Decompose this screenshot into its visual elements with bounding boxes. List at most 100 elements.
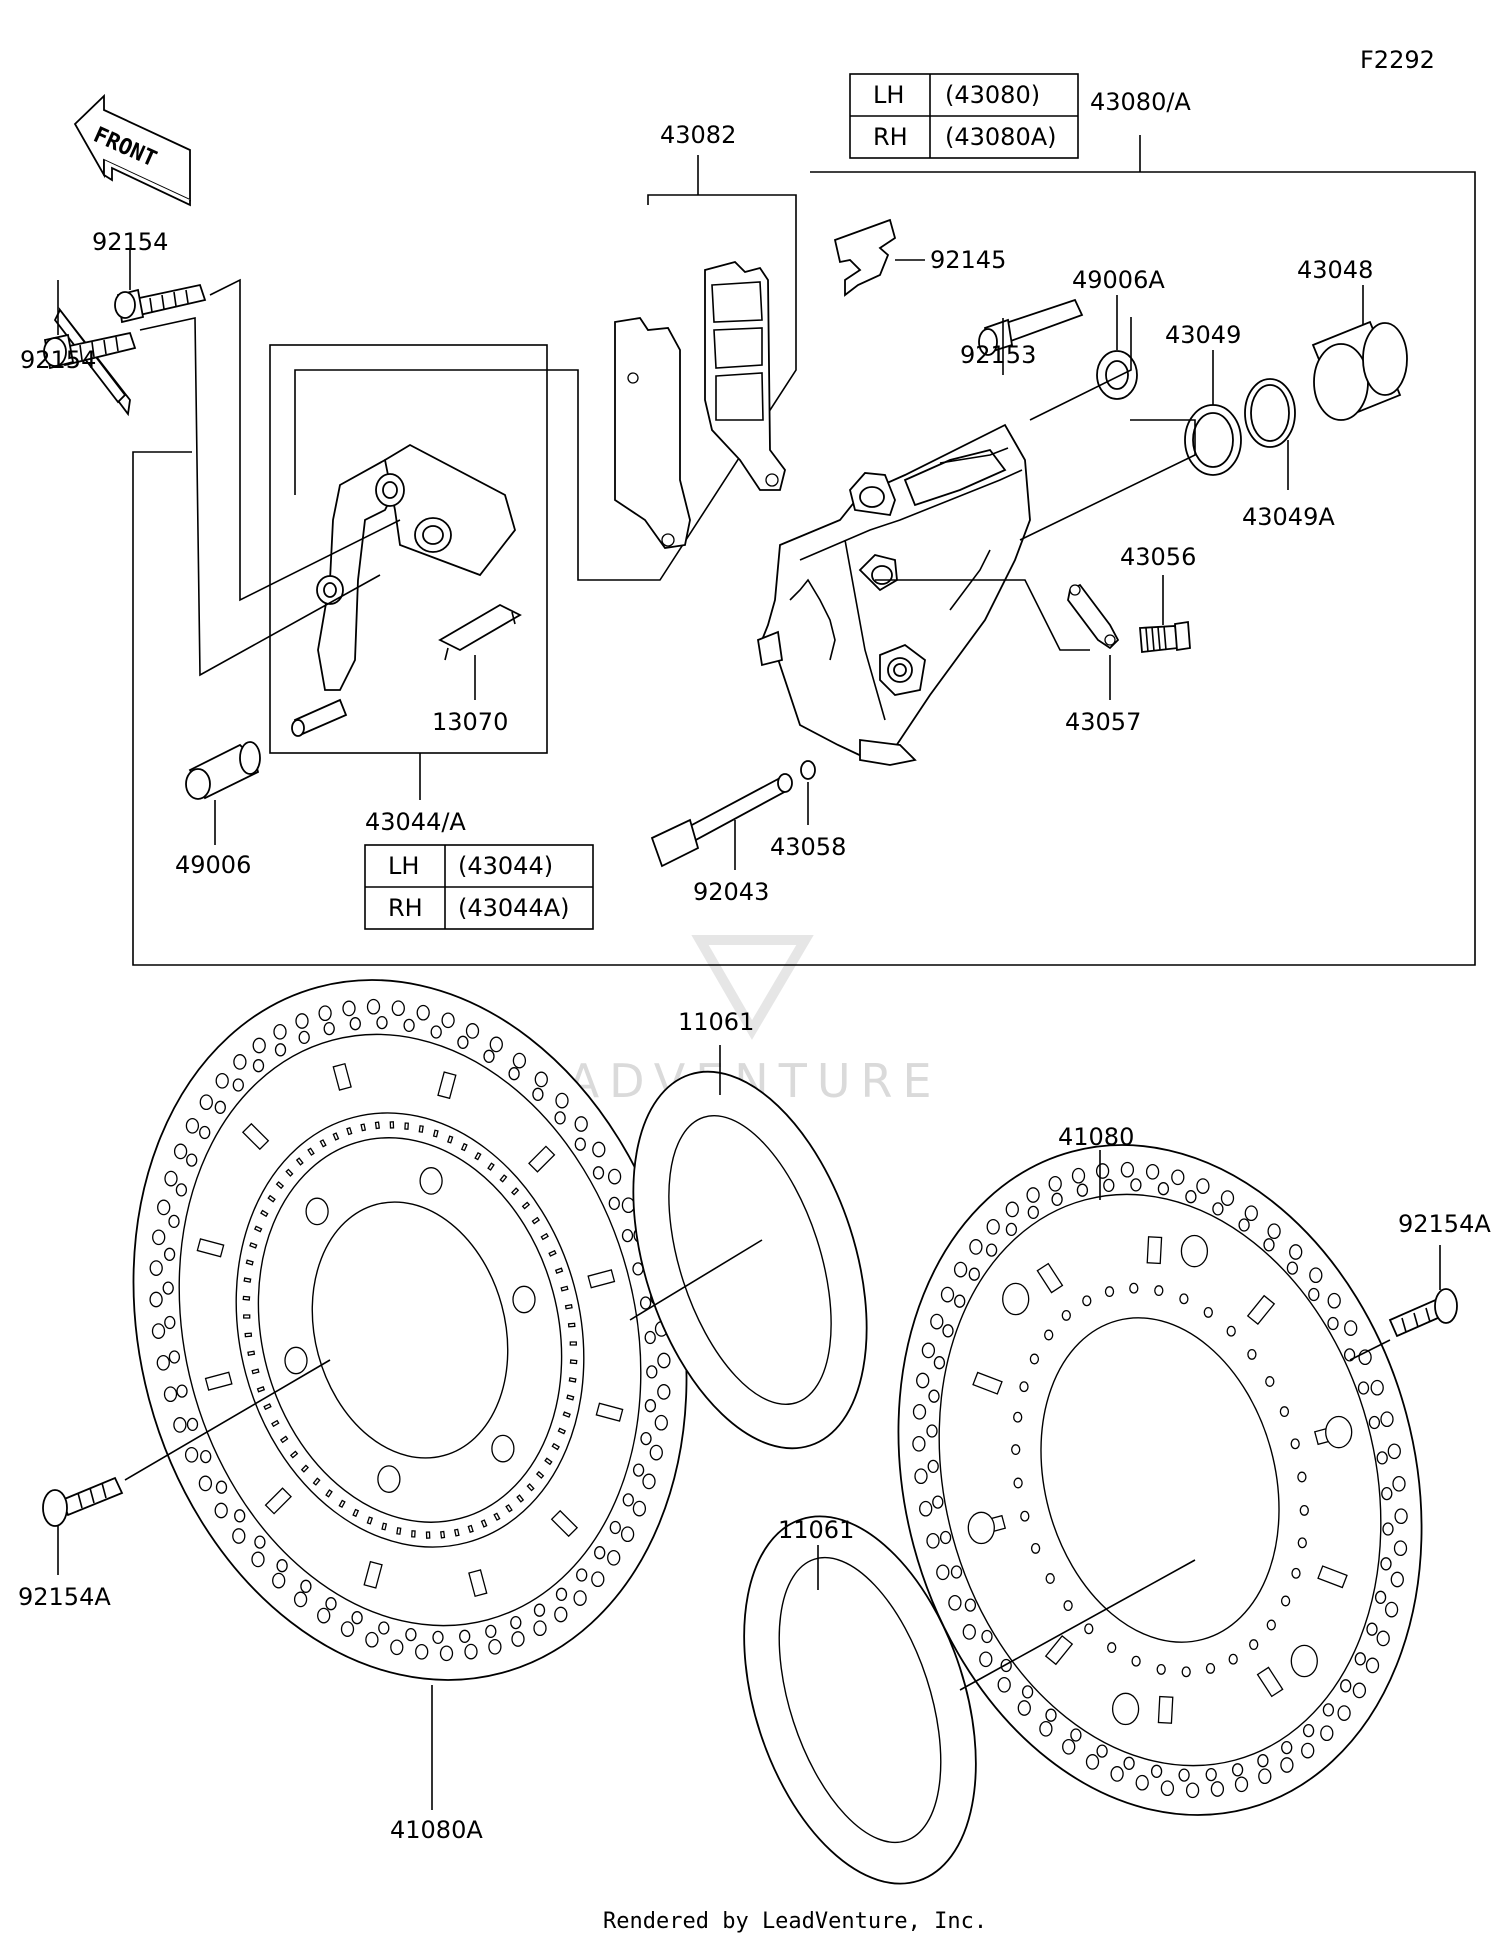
disc-hole — [365, 1631, 379, 1648]
disc-hole — [1044, 1329, 1054, 1341]
disc-hole — [609, 1520, 621, 1535]
disc-hole — [232, 1078, 244, 1092]
disc-hole — [985, 1243, 998, 1257]
disc-hole — [562, 1411, 571, 1418]
disc-hole — [460, 1142, 468, 1152]
disc-hole — [453, 1528, 460, 1537]
disc-hole — [1021, 1685, 1034, 1699]
disc-hole — [352, 1508, 360, 1518]
disc-hole — [430, 1025, 442, 1039]
label-92154A-right: 92154A — [1398, 1210, 1491, 1238]
disc-hole — [1171, 1169, 1185, 1186]
disc-hole — [168, 1350, 181, 1364]
washer-43058 — [800, 760, 816, 780]
leader-92154A-left-path — [124, 1359, 331, 1481]
disc-hole — [1212, 1202, 1224, 1216]
disc-hole — [544, 1457, 553, 1466]
disc-hole — [275, 1181, 285, 1190]
disc-hole — [1120, 1161, 1135, 1178]
disc-hole — [474, 1151, 482, 1161]
disc-hole — [1228, 1653, 1238, 1665]
disc-hole — [168, 1214, 180, 1229]
disc-hole — [252, 1059, 265, 1073]
disc-hole — [564, 1304, 573, 1310]
disc-hole — [419, 1167, 443, 1195]
disc-hole — [532, 1087, 544, 1101]
disc-hole — [432, 1630, 444, 1645]
disc-hole — [1203, 1306, 1213, 1318]
disc-hole — [1265, 1376, 1275, 1387]
disc-hole — [649, 1444, 663, 1461]
disc-hole — [247, 1350, 256, 1356]
disc-hole — [1154, 1285, 1164, 1297]
bolt-path-top — [209, 278, 401, 602]
disc-hole — [151, 1323, 166, 1339]
disc-hole — [1130, 1178, 1142, 1192]
bolt-92154-top — [114, 283, 207, 324]
disc-hole — [390, 1639, 404, 1656]
disc-hole — [488, 1638, 502, 1655]
disc-hole — [933, 1356, 946, 1370]
disc-hole — [574, 1137, 586, 1151]
disc-hole — [516, 1494, 525, 1503]
label-11061-top: 11061 — [678, 1008, 754, 1036]
leader-caliper-b — [1019, 419, 1196, 541]
disc-hole — [568, 1377, 577, 1383]
disc-hole — [1131, 1655, 1141, 1667]
pad-spring-13070 — [438, 603, 522, 661]
label-41080: 41080 — [1058, 1123, 1134, 1151]
diagram-id: F2292 — [1360, 46, 1435, 74]
disc-hole — [1095, 1163, 1110, 1179]
disc-hole — [149, 1291, 163, 1308]
leader-caliper-d — [875, 579, 1090, 651]
bracket-lh: LH — [388, 852, 419, 880]
disc-hole — [256, 1386, 266, 1393]
label-92043: 92043 — [693, 878, 769, 906]
disc-hole — [1185, 1190, 1197, 1204]
disc-hole — [184, 1446, 199, 1463]
disc-hole — [279, 1435, 289, 1444]
bolt-92154-drawn — [43, 331, 137, 370]
disc-hole — [912, 1403, 927, 1420]
disc-hole — [940, 1286, 955, 1303]
disc-hole — [1020, 1510, 1030, 1522]
disc-hole — [555, 1092, 569, 1109]
disc-hole — [243, 1277, 252, 1283]
disc-hole — [1343, 1348, 1356, 1362]
disc-hole — [1002, 1282, 1030, 1316]
bolt-path-bottom — [139, 317, 381, 677]
disc-hole — [1337, 1705, 1351, 1721]
disc-hole — [251, 1551, 265, 1568]
disc-hole — [950, 1565, 963, 1579]
disc-hole — [608, 1196, 620, 1211]
bracket-lh-part: (43044) — [458, 852, 553, 880]
disc-hole — [214, 1100, 226, 1114]
disc-hole — [1266, 1619, 1276, 1631]
disc-hole — [376, 1015, 388, 1030]
disc-hole — [1082, 1295, 1092, 1307]
disc-hole — [249, 1242, 258, 1249]
disc-hole — [1365, 1657, 1380, 1674]
disc-hole — [1103, 1178, 1115, 1193]
disc-hole — [457, 1035, 469, 1049]
label-11061-bottom: 11061 — [778, 1516, 854, 1544]
disc-hole — [587, 1269, 616, 1289]
disc-hole — [1325, 1415, 1353, 1449]
disc-hole — [1289, 1244, 1303, 1260]
disc-hole — [489, 1036, 503, 1053]
disc-hole — [1013, 1477, 1023, 1489]
disc-hole — [969, 1239, 983, 1255]
disc-hole — [244, 1332, 253, 1338]
disc-hole — [1044, 1634, 1074, 1666]
label-49006A: 49006A — [1072, 266, 1165, 294]
disc-hole — [551, 1442, 560, 1451]
disc-hole — [1070, 1728, 1082, 1742]
disc-hole — [437, 1071, 457, 1100]
disc-hole — [319, 1139, 327, 1148]
disc-hole — [252, 1037, 266, 1054]
disc-hole — [557, 1427, 567, 1435]
disc-hole — [1048, 1175, 1062, 1192]
disc-hole — [1390, 1571, 1404, 1588]
disc-hole — [1302, 1723, 1315, 1738]
disc-hole — [289, 1450, 299, 1459]
